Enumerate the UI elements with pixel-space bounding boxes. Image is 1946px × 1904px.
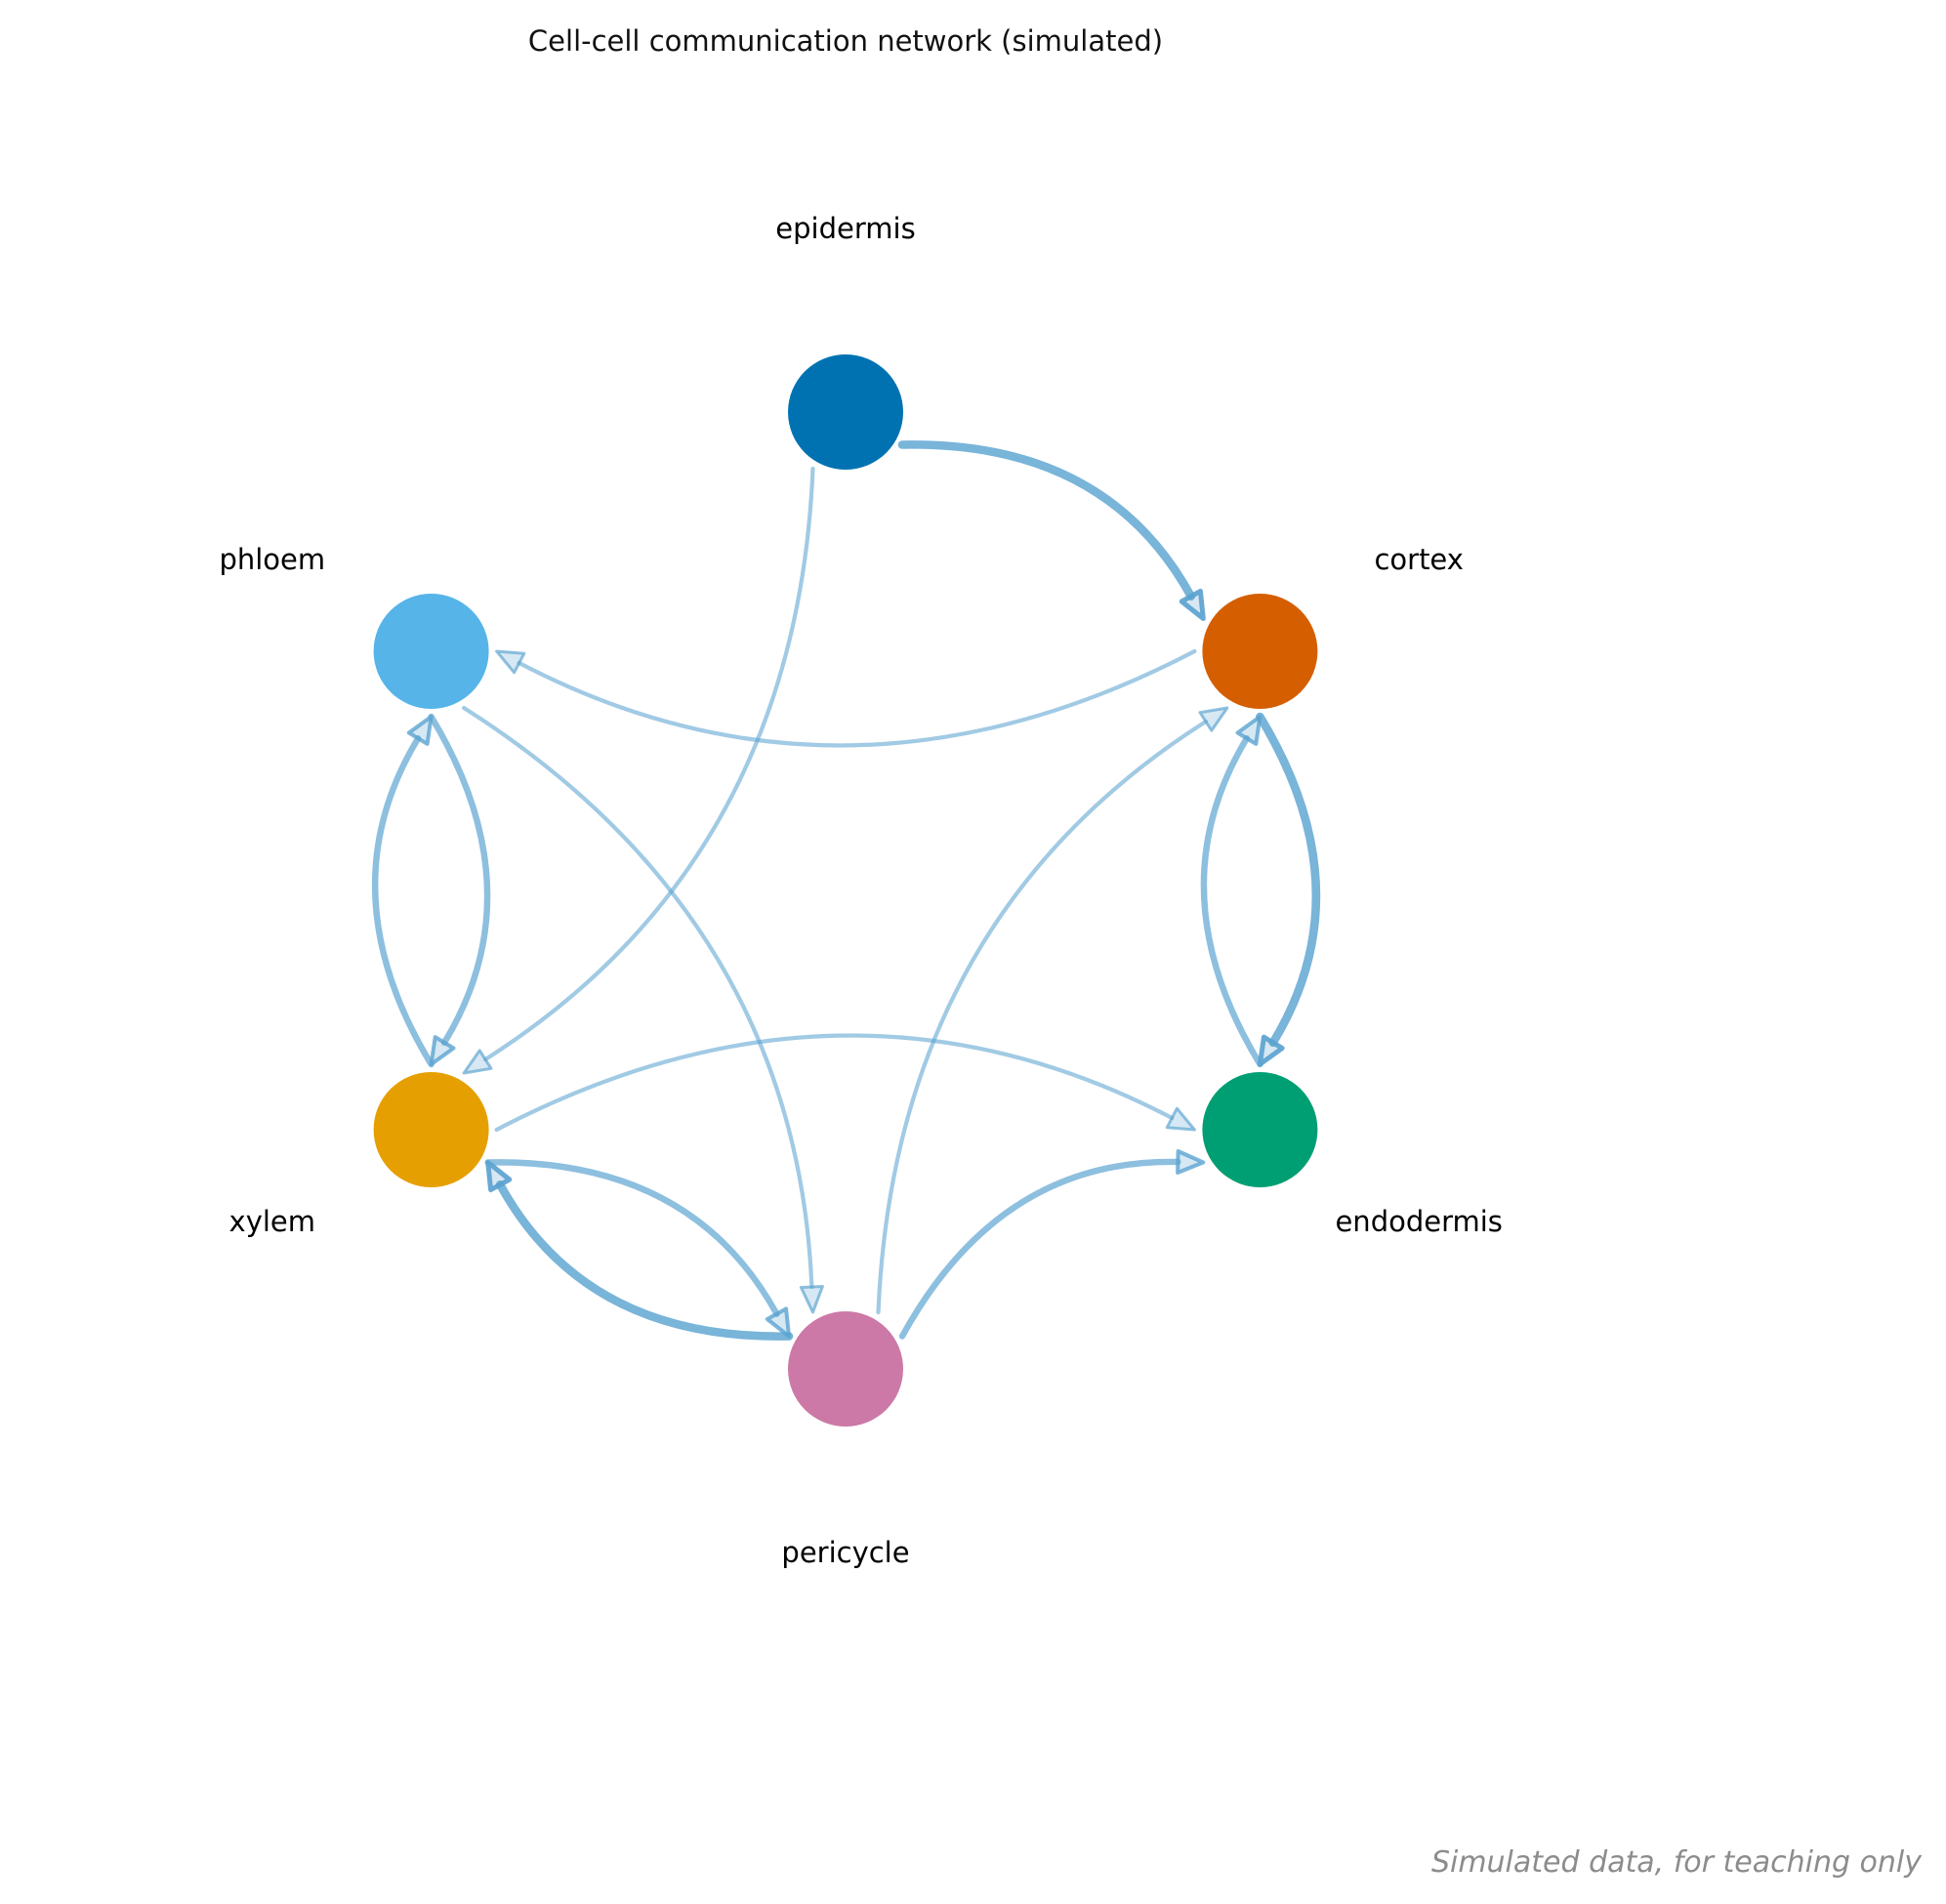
edges-layer (371, 440, 1321, 1341)
edge-xylem-phloem (371, 715, 435, 1068)
edge-pericycle-endodermis (898, 1149, 1206, 1340)
node-label-xylem: xylem (229, 1205, 315, 1238)
node-label-pericycle: pericycle (781, 1536, 909, 1569)
edge-pericycle-cortex (876, 706, 1229, 1315)
edge-line (1256, 712, 1321, 1048)
edge-cortex-endodermis (1256, 712, 1321, 1067)
node-phloem (373, 594, 489, 709)
arrowhead (495, 649, 526, 675)
edge-line (495, 1180, 794, 1341)
arrowhead (1165, 1106, 1196, 1132)
edge-pericycle-xylem (485, 1160, 794, 1341)
arrowhead (1257, 1034, 1285, 1067)
arrowhead (1198, 706, 1229, 732)
arrowhead (406, 715, 434, 746)
node-pericycle (788, 1311, 903, 1427)
edge-xylem-endodermis (494, 1033, 1196, 1133)
edge-line (494, 1033, 1175, 1133)
edge-line (483, 466, 815, 1062)
node-label-phloem: phloem (219, 543, 325, 576)
edge-xylem-pericycle (484, 1159, 791, 1339)
footnote: Simulated data, for teaching only (1431, 1845, 1923, 1880)
arrowhead (429, 1035, 456, 1066)
edge-cortex-phloem (495, 648, 1197, 748)
edge-line (484, 1159, 780, 1317)
arrowhead (462, 1049, 493, 1075)
arrowhead (485, 1160, 513, 1193)
edge-line (876, 719, 1208, 1315)
edge-line (1200, 735, 1263, 1068)
edge-line (897, 440, 1196, 600)
node-label-endodermis: endodermis (1335, 1205, 1502, 1238)
edge-line (371, 735, 435, 1068)
arrowhead (799, 1285, 824, 1314)
edge-line (428, 713, 491, 1046)
node-xylem (373, 1072, 489, 1187)
node-cortex (1202, 594, 1318, 709)
nodes-layer (373, 354, 1318, 1427)
node-label-epidermis: epidermis (775, 212, 915, 245)
edge-endodermis-cortex (1200, 715, 1263, 1068)
node-endodermis (1202, 1072, 1318, 1187)
edge-line (517, 648, 1197, 748)
edge-phloem-xylem (428, 713, 491, 1066)
node-epidermis (788, 354, 903, 470)
edge-phloem-pericycle (462, 705, 824, 1314)
figure-title: Cell-cell communication network (simulat… (528, 24, 1163, 58)
labels-layer: epidermis cortex endodermis pericycle xylem p… (219, 212, 1502, 1569)
node-label-cortex: cortex (1374, 543, 1463, 576)
edge-epidermis-cortex (897, 440, 1206, 621)
arrowhead (1235, 715, 1263, 746)
arrowhead (1176, 1149, 1206, 1175)
edge-epidermis-xylem (462, 466, 815, 1075)
arrowhead (765, 1306, 791, 1339)
edge-line (898, 1158, 1181, 1340)
arrowhead (1179, 588, 1206, 621)
edge-line (462, 705, 814, 1290)
